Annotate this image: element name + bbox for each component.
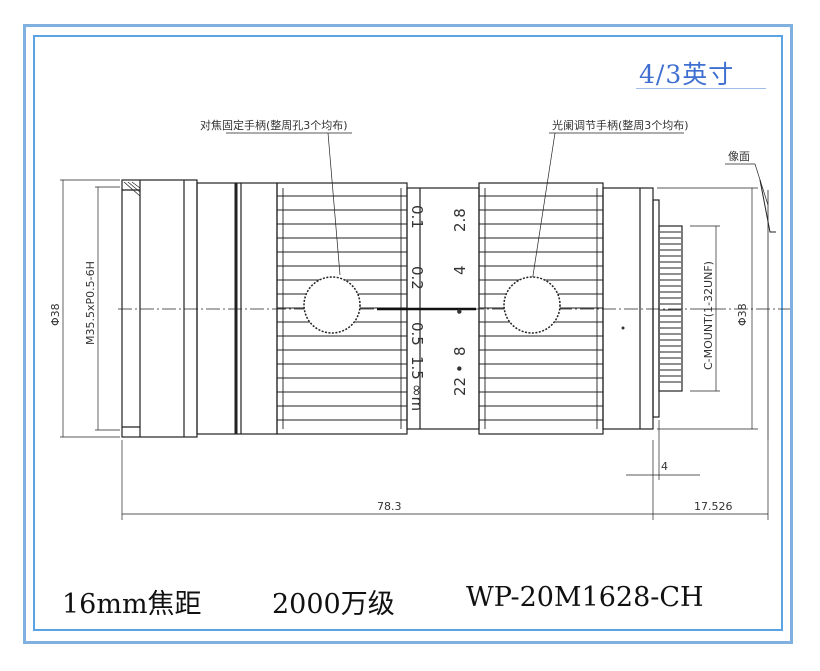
front-barrel [121,179,198,438]
caption-resolution: 2000万级 [272,589,395,620]
dim-length: 78.3 [377,500,402,513]
focus-scale-1: 0.2 [408,266,426,290]
caption-model: WP-20M1628-CH [466,582,704,613]
dim-diameter-left: Φ38 [49,303,62,326]
focus-scale-0: 0.1 [408,205,426,229]
caption-focal-length: 16mm焦距 [62,589,202,620]
dim-diameter-right: Φ38 [736,303,749,326]
dim-flange-step: 4 [661,460,668,473]
dim-thread: M35.5xP0.5-6H [84,261,97,345]
image-plane-callout: 像面 [728,150,750,163]
aperture-scale-5: 22 [451,377,469,396]
c-mount-thread [658,225,683,392]
iris-lock-knob [503,276,561,334]
outer-frame [23,24,793,644]
focus-handle-callout: 对焦固定手柄(整周孔3个均布) [200,118,348,132]
inner-frame [33,35,783,631]
dim-mount: C-MOUNT(1-32UNF) [702,261,715,370]
rear-body [602,187,654,430]
dim-flange: 17.526 [694,500,733,513]
focus-scale-2: 0.5 [408,322,426,346]
aperture-scale-0: 2.8 [451,208,469,232]
focus-lock-knob [303,276,361,334]
focus-scale-4: ∞m [408,384,426,411]
sensor-size-tag: 4/3英寸 [639,60,735,89]
focus-scale-3: 1.5 [408,356,426,380]
iris-handle-callout: 光阑调节手柄(整周3个均布) [552,118,689,132]
sensor-size-underline [636,88,766,89]
aperture-scale-4: • [451,364,469,373]
aperture-scale-1: 4 [451,265,469,275]
aperture-scale-3: 8 [451,346,469,356]
aperture-scale-2: • [451,307,469,316]
